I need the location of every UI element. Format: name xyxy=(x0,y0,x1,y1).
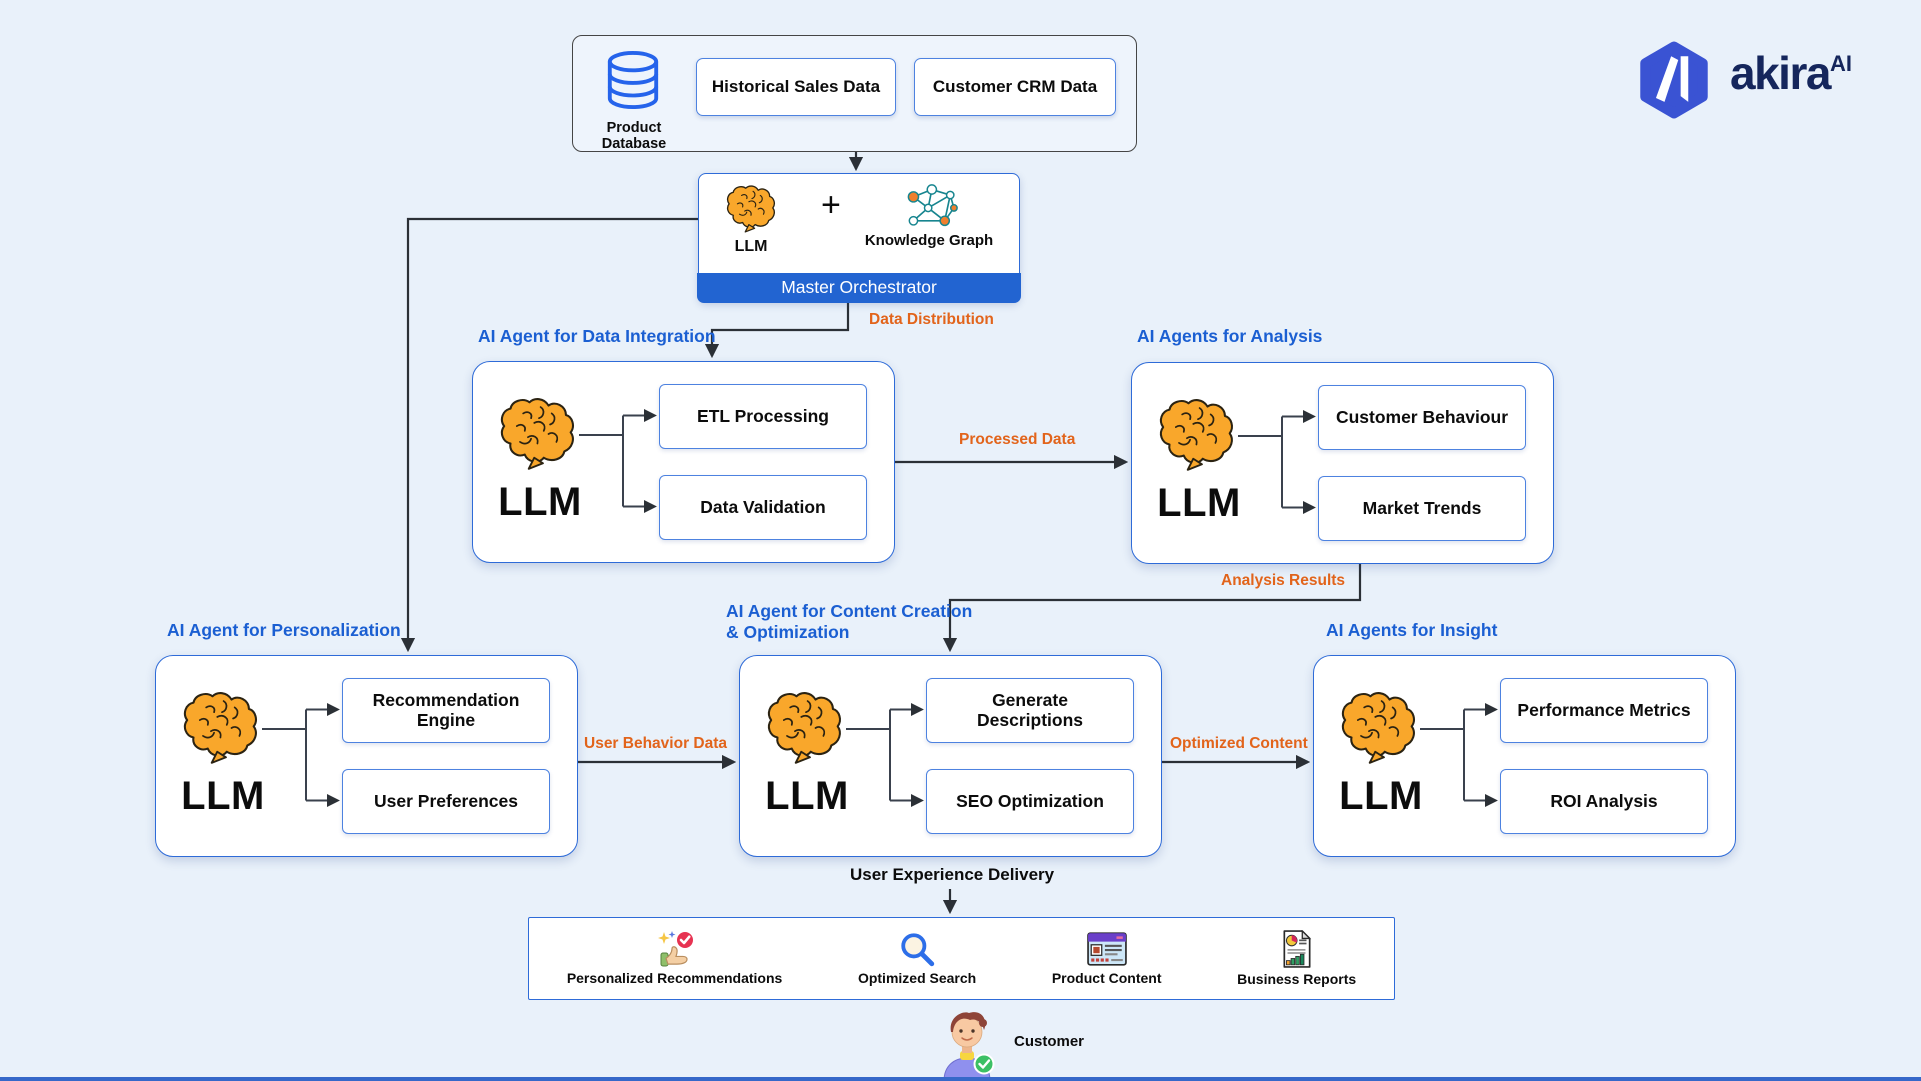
output-data-validation: Data Validation xyxy=(659,475,867,540)
output-label: Generate Descriptions xyxy=(977,689,1083,730)
title-personalization: AI Agent for Personalization xyxy=(167,620,401,640)
brand-superscript: AI xyxy=(1829,51,1852,76)
delivery-label: Personalized Recommendations xyxy=(566,970,783,986)
label-user-behavior-data: User Behavior Data xyxy=(584,735,728,752)
output-seo-optimization: SEO Optimization xyxy=(926,769,1134,834)
delivery-label: Business Reports xyxy=(1237,971,1357,987)
label-analysis-results: Analysis Results xyxy=(1221,572,1346,589)
delivery-item-optimized-search: Optimized Search xyxy=(858,931,976,986)
title-insight: AI Agents for Insight xyxy=(1326,620,1498,640)
knowledge-graph-icon xyxy=(907,184,958,227)
llm-brain-icon xyxy=(725,184,779,234)
orchestrator-llm-label: LLM xyxy=(734,238,768,255)
llm-label: LLM xyxy=(1157,481,1241,525)
arrow-orchestrator-to-integration xyxy=(704,300,850,359)
customer-crm-data-box: Customer CRM Data xyxy=(914,58,1116,116)
agent-card-content-creation: LLM Generate Descriptions SEO Optimizati… xyxy=(739,655,1162,857)
output-label: User Preferences xyxy=(374,790,518,811)
output-label: Data Validation xyxy=(700,496,826,517)
data-sources-panel: Product Database Historical Sales Data C… xyxy=(572,35,1137,152)
llm-label: LLM xyxy=(498,480,582,524)
llm-brain-icon xyxy=(766,690,846,766)
delivery-item-product-content: Product Content xyxy=(1052,931,1162,986)
title-content-line2: & Optimization xyxy=(726,622,850,642)
product-database-label: Product Database xyxy=(601,120,667,152)
akira-wordmark: akiraAI xyxy=(1730,50,1852,96)
customer-label: Customer xyxy=(1014,1033,1085,1050)
historical-sales-data-box: Historical Sales Data xyxy=(696,58,896,116)
webpage-icon xyxy=(1086,932,1127,966)
llm-brain-icon xyxy=(499,396,579,472)
title-content-line1: AI Agent for Content Creation xyxy=(726,601,973,621)
output-label: ETL Processing xyxy=(697,405,829,426)
llm-label: LLM xyxy=(181,774,265,818)
output-etl-processing: ETL Processing xyxy=(659,384,867,449)
llm-brain-icon xyxy=(182,690,262,766)
brand-text: akira xyxy=(1730,47,1831,99)
master-orchestrator-bar: Master Orchestrator xyxy=(697,272,1021,303)
output-generate-descriptions: Generate Descriptions xyxy=(926,678,1134,743)
label-data-distribution: Data Distribution xyxy=(869,311,994,328)
output-recommendation-engine: Recommendation Engine xyxy=(342,678,550,743)
title-content-creation: AI Agent for Content Creation & Optimiza… xyxy=(726,601,986,643)
label-optimized-content: Optimized Content xyxy=(1170,735,1308,752)
output-performance-metrics: Performance Metrics xyxy=(1500,678,1708,743)
output-label: Market Trends xyxy=(1362,497,1482,518)
agent-card-personalization: LLM Recommendation Engine User Preferenc… xyxy=(155,655,578,857)
output-roi-analysis: ROI Analysis xyxy=(1500,769,1708,834)
output-label: Recommendation Engine xyxy=(372,689,520,730)
title-data-integration: AI Agent for Data Integration xyxy=(478,326,716,346)
output-label: SEO Optimization xyxy=(956,790,1104,811)
llm-label: LLM xyxy=(1339,774,1423,818)
plus-sign: + xyxy=(821,186,841,224)
delivery-label: Product Content xyxy=(1051,970,1162,986)
magnifier-icon xyxy=(901,933,935,967)
agent-card-insight: LLM Performance Metrics ROI Analysis xyxy=(1313,655,1736,857)
agent-card-analysis: LLM Customer Behaviour Market Trends xyxy=(1131,362,1554,564)
akira-ai-logo: akiraAI xyxy=(1636,40,1852,120)
llm-label: LLM xyxy=(765,774,849,818)
label-processed-data: Processed Data xyxy=(959,431,1076,448)
agent-card-data-integration: LLM ETL Processing Data Validation xyxy=(472,361,895,563)
master-orchestrator-box: LLM + Knowledge Graph Master Orchestrato… xyxy=(697,173,1021,303)
database-icon xyxy=(607,51,659,110)
output-label: Customer Behaviour xyxy=(1335,406,1509,427)
customer-avatar xyxy=(943,1012,995,1081)
output-customer-behaviour: Customer Behaviour xyxy=(1318,385,1526,450)
output-label: ROI Analysis xyxy=(1550,790,1658,811)
user-experience-delivery-bar: Personalized Recommendations Optimized S… xyxy=(528,917,1395,1000)
output-user-preferences: User Preferences xyxy=(342,769,550,834)
bottom-divider-line xyxy=(0,1077,1921,1081)
report-document-icon xyxy=(1283,930,1311,968)
output-market-trends: Market Trends xyxy=(1318,476,1526,541)
akira-hexagon-icon xyxy=(1640,41,1708,119)
delivery-label: Optimized Search xyxy=(857,970,977,986)
label-user-experience-delivery: User Experience Delivery xyxy=(850,865,1055,884)
llm-brain-icon xyxy=(1158,397,1238,473)
title-analysis: AI Agents for Analysis xyxy=(1137,326,1323,346)
output-label: Performance Metrics xyxy=(1517,699,1691,720)
thumbs-up-recommendation-icon xyxy=(657,931,693,967)
knowledge-graph-label: Knowledge Graph xyxy=(864,232,994,249)
delivery-item-personalized-recommendations: Personalized Recommendations xyxy=(566,931,783,986)
llm-brain-icon xyxy=(1340,690,1420,766)
delivery-item-business-reports: Business Reports xyxy=(1237,930,1356,987)
